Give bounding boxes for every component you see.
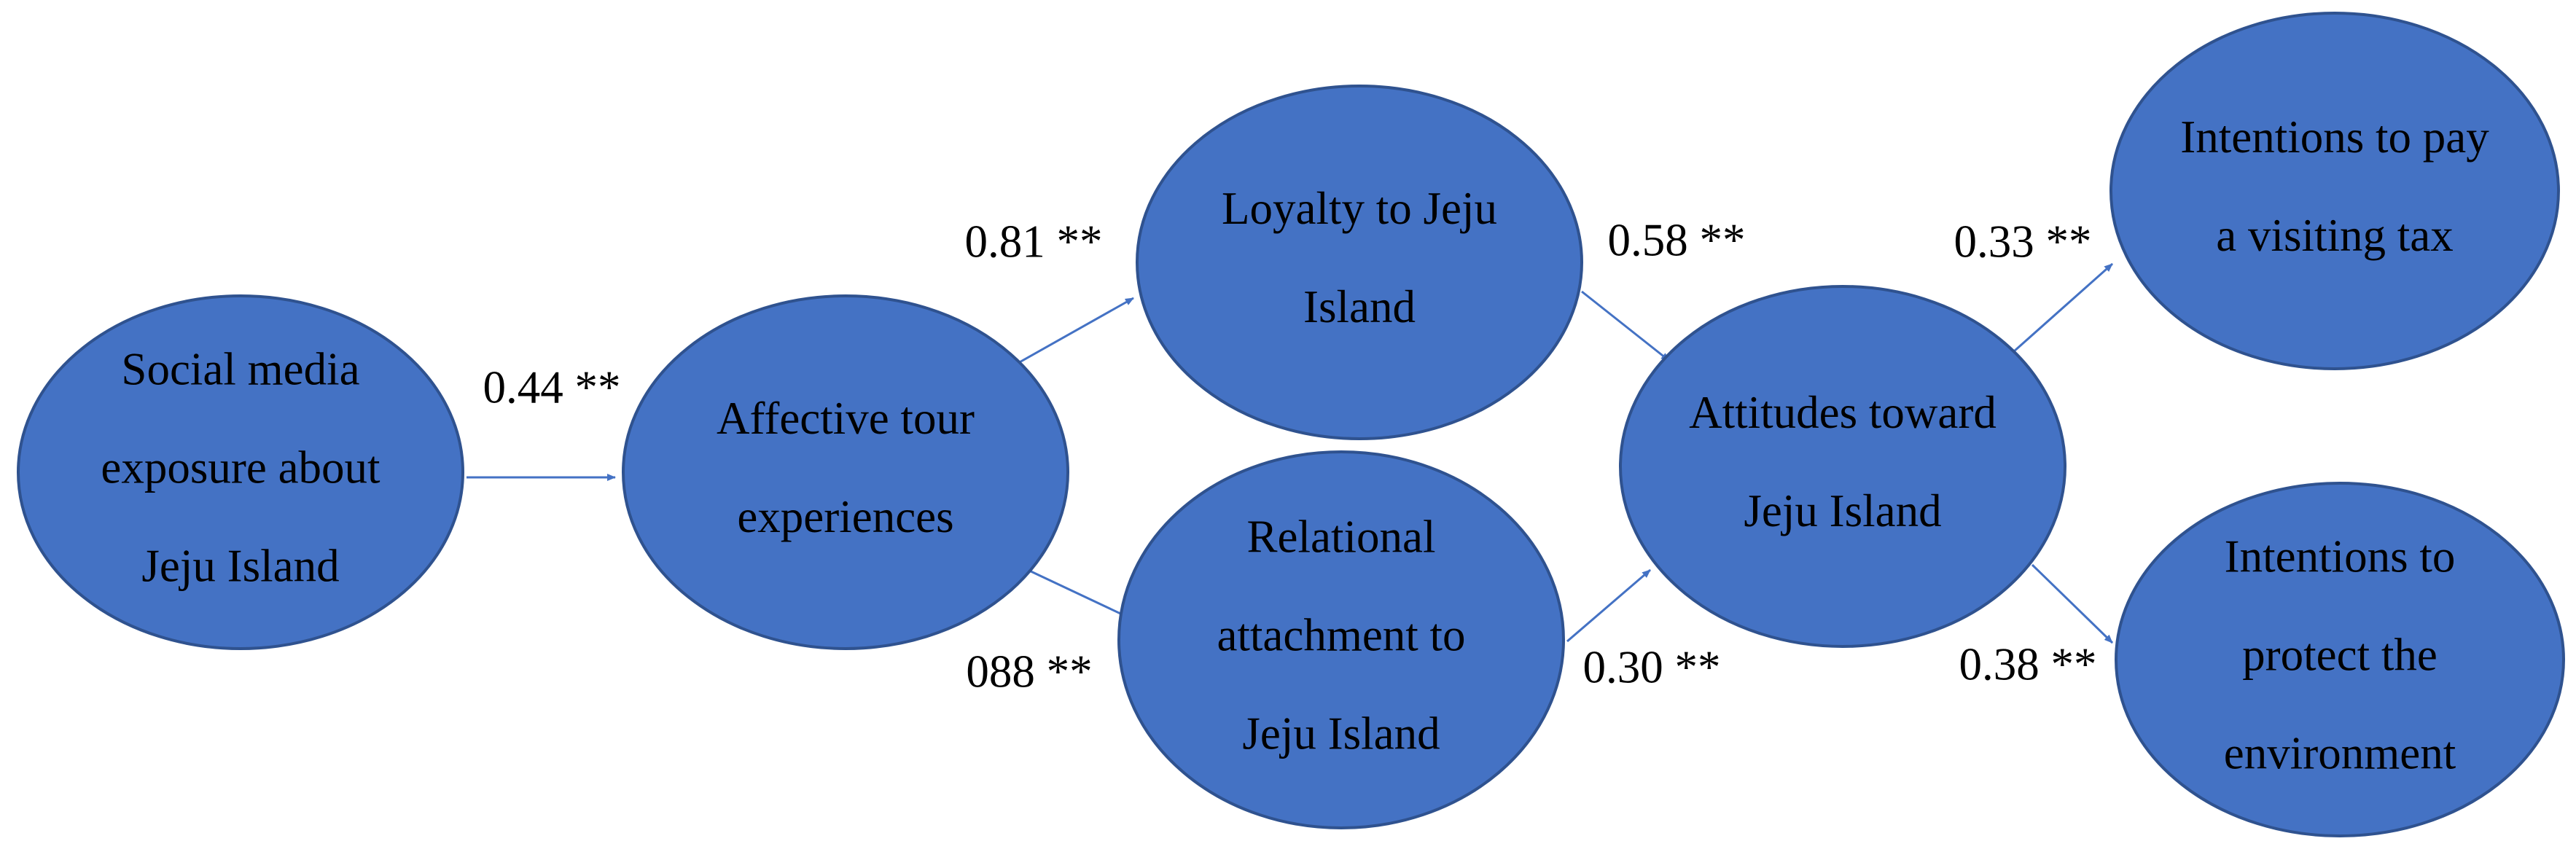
edge-label-affective-to-loyalty: 0.81 ** bbox=[965, 216, 1103, 267]
node-label-line: Intentions to pay bbox=[2180, 112, 2489, 163]
node-label-line: Relational bbox=[1247, 511, 1436, 562]
node-pay-tax: Intentions to pay a visiting tax bbox=[2109, 12, 2560, 370]
edge-label-affective-to-relational: 088 ** bbox=[966, 646, 1092, 697]
node-label-line: Island bbox=[1303, 281, 1416, 332]
node-label-line: a visiting tax bbox=[2216, 210, 2453, 261]
edge-arrow-affective-to-relational bbox=[1027, 568, 1131, 619]
node-label-line: attachment to bbox=[1217, 609, 1465, 660]
node-label-line: environment bbox=[2224, 727, 2456, 778]
edge-arrow-attitudes-to-pay-tax bbox=[2013, 262, 2113, 353]
node-ellipse bbox=[2115, 482, 2565, 837]
node-label-line: Loyalty to Jeju bbox=[1222, 183, 1497, 234]
node-label-line: Jeju Island bbox=[141, 540, 339, 591]
node-label-line: Social media bbox=[121, 343, 359, 394]
node-affective: Affective tour experiences bbox=[622, 294, 1069, 650]
edges-layer bbox=[467, 262, 2114, 644]
node-label-line: Jeju Island bbox=[1242, 708, 1440, 759]
node-label-line: Attitudes toward bbox=[1689, 387, 1997, 438]
edge-label-social-media-to-affective: 0.44 ** bbox=[483, 361, 621, 413]
edge-arrow-attitudes-to-protect bbox=[2031, 563, 2114, 644]
node-label-line: experiences bbox=[737, 491, 953, 542]
edge-label-loyalty-to-attitudes: 0.58 ** bbox=[1608, 214, 1746, 265]
edge-label-attitudes-to-protect: 0.38 ** bbox=[1959, 638, 2097, 689]
node-label-line: Intentions to bbox=[2225, 531, 2456, 582]
node-protect: Intentions to protect the environment bbox=[2115, 482, 2565, 837]
node-ellipse bbox=[1136, 85, 1583, 440]
edge-arrow-affective-to-loyalty bbox=[1018, 297, 1134, 364]
node-label-line: protect the bbox=[2242, 629, 2438, 680]
node-relational: Relational attachment to Jeju Island bbox=[1117, 450, 1565, 829]
edge-labels-layer: 0.44 ** 0.81 ** 088 ** 0.58 ** 0.30 ** 0.33 *… bbox=[483, 214, 2097, 697]
edge-arrow-relational-to-attitudes bbox=[1566, 568, 1651, 643]
node-ellipse bbox=[1619, 285, 2066, 648]
node-ellipse bbox=[2109, 12, 2560, 370]
node-ellipse bbox=[622, 294, 1069, 650]
node-ellipse bbox=[17, 294, 464, 650]
node-label-line: Affective tour bbox=[717, 393, 975, 444]
edge-label-relational-to-attitudes: 0.30 ** bbox=[1583, 641, 1721, 692]
node-ellipse bbox=[1117, 450, 1565, 829]
edge-label-attitudes-to-pay-tax: 0.33 ** bbox=[1954, 216, 2092, 267]
node-label-line: Jeju Island bbox=[1744, 485, 1941, 536]
node-label-line: exposure about bbox=[101, 442, 380, 493]
edge-arrow-loyalty-to-attitudes bbox=[1581, 290, 1670, 362]
